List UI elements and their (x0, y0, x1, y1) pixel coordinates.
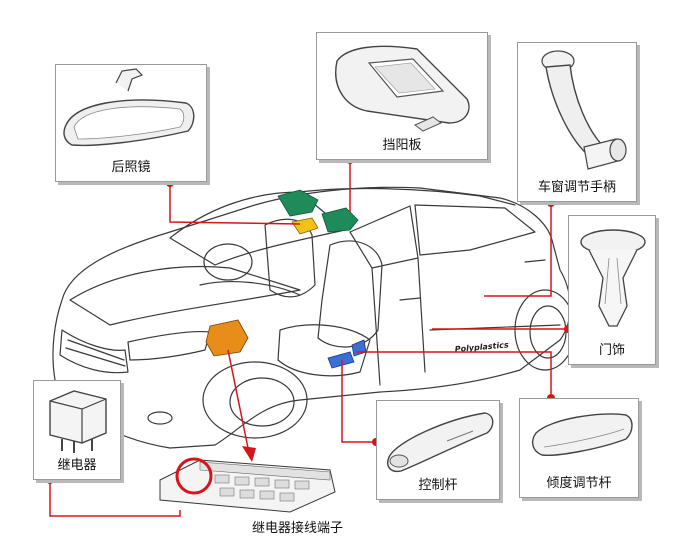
callout-window-crank: 车窗调节手柄 (517, 42, 637, 202)
callout-rearview-mirror: 后照镜 (55, 64, 207, 182)
door-trim-label: 门饰 (598, 343, 625, 358)
sun-visor-icon (335, 45, 470, 132)
rear-window (414, 204, 536, 256)
front-seat (264, 218, 316, 298)
leader-mirror (169, 183, 301, 225)
relay-icon (49, 390, 107, 453)
relay-highlight (205, 319, 249, 357)
seat-cushion (277, 324, 371, 377)
relay-arrow-head (242, 446, 256, 462)
sun-visor-highlight-right (321, 207, 359, 233)
leader-relay (49, 480, 181, 517)
door-trim-clip-icon (580, 229, 646, 327)
window-crank-label: 车窗调节手柄 (537, 180, 616, 195)
driver-seat (317, 240, 383, 348)
callout-relay: 继电器 (33, 380, 121, 480)
relay-label: 继电器 (57, 458, 97, 473)
rearview-mirror-icon (63, 68, 195, 147)
terminal-highlight-circle (175, 457, 213, 495)
front-window (349, 205, 419, 269)
control-lever-icon (387, 412, 494, 473)
callout-control-lever: 控制杆 (376, 400, 500, 500)
leader-relay-down (227, 349, 249, 449)
callout-sun-visor: 挡阳板 (316, 32, 488, 160)
leader-crank (484, 203, 552, 297)
control-lever-label: 控制杆 (418, 478, 458, 493)
tilt-lever-icon (531, 413, 633, 457)
lever-highlight (327, 351, 355, 369)
mirror-highlight (291, 217, 319, 235)
callout-door-trim: 门饰 (568, 215, 656, 365)
tilt-highlight (351, 339, 367, 357)
steering-wheel (203, 243, 253, 281)
sun-visor-label: 挡阳板 (382, 138, 422, 153)
tilt-lever-label: 倾度调节杆 (546, 476, 612, 491)
sun-visor-highlight-left (277, 189, 319, 217)
headlight (127, 331, 211, 361)
dashboard (199, 281, 301, 296)
leader-lever (341, 360, 376, 443)
roof-line (299, 187, 516, 206)
leader-tilt (356, 351, 552, 398)
front-wheel (202, 361, 308, 439)
relay-terminal-board (159, 457, 336, 513)
callout-tilt-lever: 倾度调节杆 (519, 398, 639, 498)
rearview-mirror-label: 后照镜 (111, 160, 151, 175)
window-crank-icon (541, 50, 627, 170)
grille (59, 329, 129, 374)
hood (69, 265, 301, 326)
windshield (169, 191, 346, 266)
relay-terminal-label: 继电器接线端子 (252, 521, 344, 536)
